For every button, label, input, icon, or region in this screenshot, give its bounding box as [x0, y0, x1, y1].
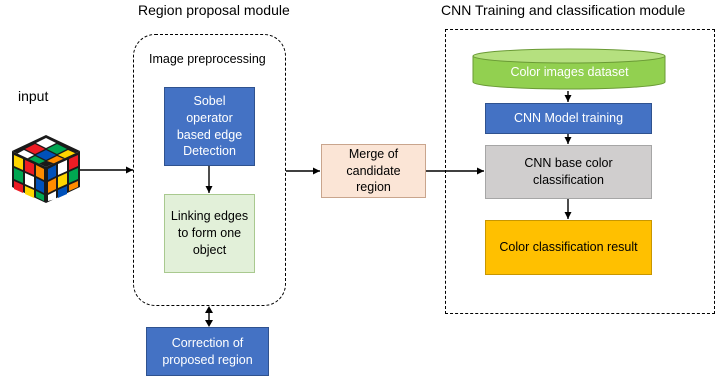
cnn-base-classification-box: CNN base color classification	[485, 145, 652, 199]
cnn-module-title: CNN Training and classification module	[441, 2, 686, 18]
dataset-label: Color images dataset	[510, 64, 629, 79]
region-module-container	[133, 34, 286, 306]
color-classification-result-box: Color classification result	[485, 220, 652, 275]
rubiks-cube-icon	[12, 135, 80, 203]
image-preprocessing-label: Image preprocessing	[149, 52, 266, 66]
cnn-training-box: CNN Model training	[485, 103, 652, 134]
region-module-title: Region proposal module	[138, 2, 290, 18]
sobel-edge-detection-box: Sobel operator based edge Detection	[164, 87, 255, 166]
dataset-cylinder-icon	[472, 48, 666, 90]
merge-candidate-box: Merge of candidate region	[321, 144, 426, 198]
input-label: input	[18, 88, 49, 104]
correction-box: Correction of proposed region	[146, 327, 269, 376]
linking-edges-box: Linking edges to form one object	[164, 194, 255, 273]
